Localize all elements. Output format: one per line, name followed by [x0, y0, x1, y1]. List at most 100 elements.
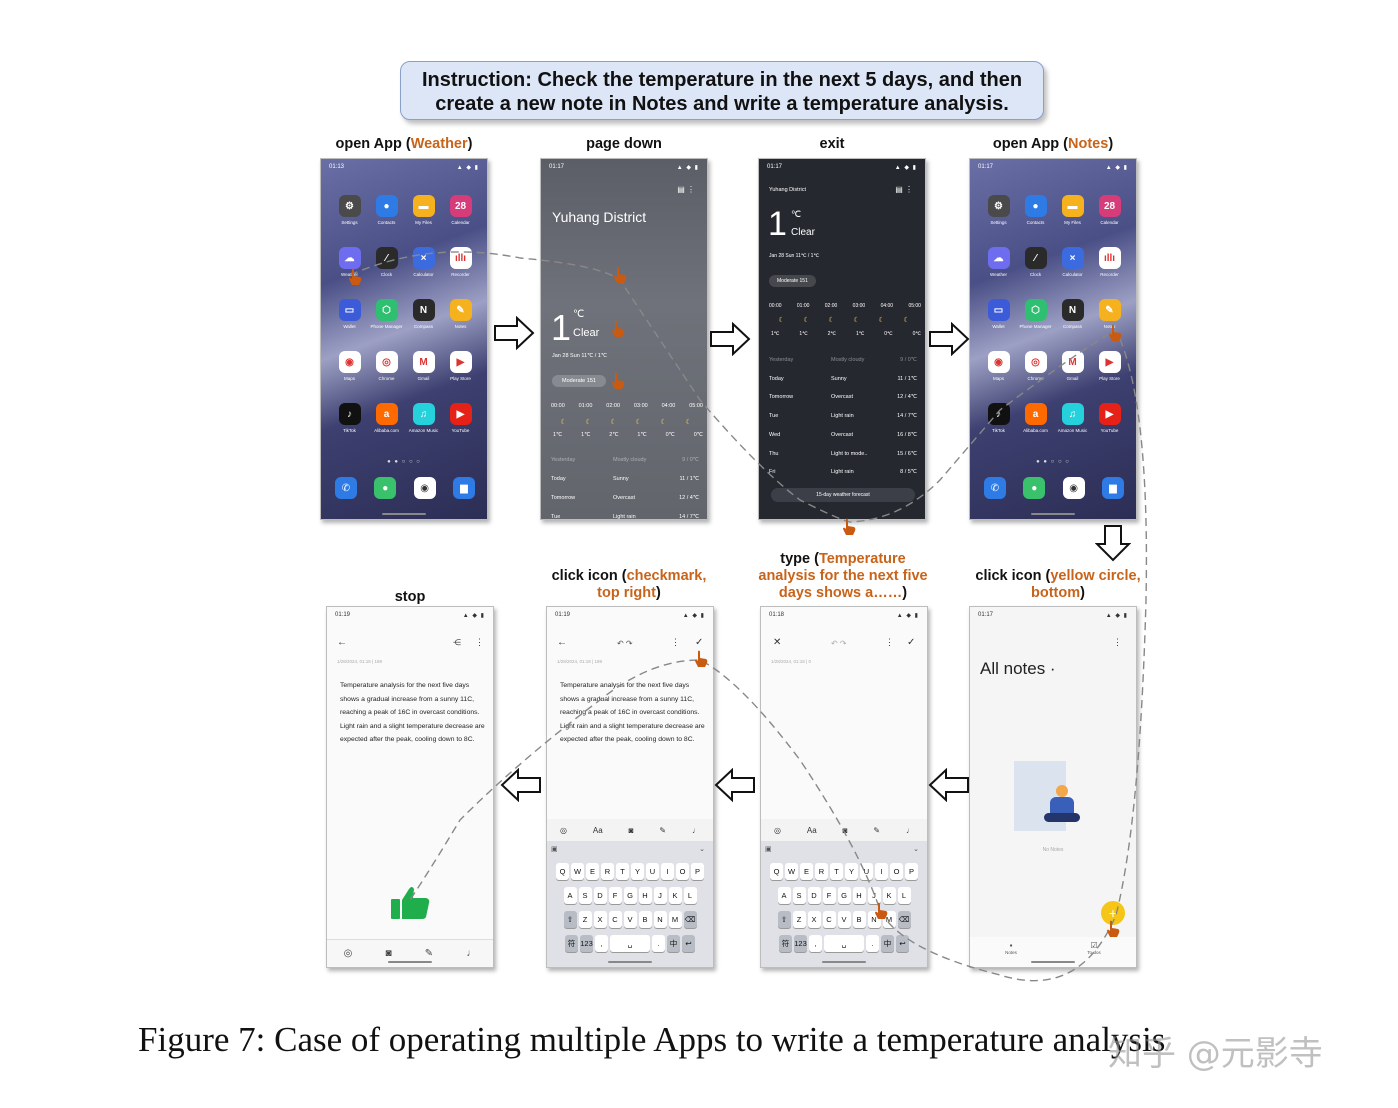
pen-icon[interactable]: ✎ — [873, 825, 881, 835]
key-v[interactable]: V — [623, 911, 637, 928]
app-calculator[interactable]: ×Calculator — [1054, 247, 1091, 282]
key-y[interactable]: Y — [631, 863, 644, 880]
back-icon[interactable]: ← — [337, 637, 347, 648]
app-phone-manager[interactable]: ⬡Phone Manager — [1017, 299, 1054, 334]
key-s[interactable]: S — [792, 887, 806, 904]
key-b[interactable]: B — [638, 911, 652, 928]
key-z[interactable]: Z — [578, 911, 592, 928]
more-icon[interactable]: ⋮ — [1113, 637, 1122, 647]
comma-key[interactable]: , — [809, 935, 822, 952]
dock-app-icon[interactable]: ▆ — [1101, 477, 1124, 499]
app-chrome[interactable]: ◎Chrome — [368, 351, 405, 386]
key-d[interactable]: D — [593, 887, 607, 904]
app-youtube[interactable]: ▶YouTube — [1091, 403, 1128, 438]
key-b[interactable]: B — [852, 911, 866, 928]
key-d[interactable]: D — [807, 887, 821, 904]
key-e[interactable]: E — [586, 863, 599, 880]
weather-menu-icon[interactable]: ▤ ⋮ — [677, 185, 695, 194]
key-i[interactable]: I — [875, 863, 888, 880]
pen-icon[interactable]: ✎ — [659, 825, 667, 835]
shift-key[interactable]: ⇧ — [777, 911, 791, 928]
key-f[interactable]: F — [822, 887, 836, 904]
more-icon[interactable]: ⋮ — [475, 637, 484, 647]
key-t[interactable]: T — [830, 863, 843, 880]
key-u[interactable]: U — [860, 863, 873, 880]
app-play-store[interactable]: ▶Play Store — [442, 351, 479, 386]
dock-app-icon[interactable]: ✆ — [335, 477, 357, 499]
app-tiktok[interactable]: ♪TikTok — [331, 403, 368, 438]
dock-app-icon[interactable]: ✆ — [984, 477, 1006, 499]
period-key[interactable]: . — [652, 935, 665, 952]
dock-app-icon[interactable]: ▆ — [452, 477, 475, 499]
pen-icon[interactable]: ✎ — [424, 948, 434, 959]
key-r[interactable]: R — [815, 863, 828, 880]
app-tiktok[interactable]: ♪TikTok — [980, 403, 1017, 438]
collapse-icon[interactable]: ⌄ — [699, 846, 705, 853]
key-i[interactable]: I — [661, 863, 674, 880]
clipboard-icon[interactable]: ▣ — [551, 846, 558, 853]
key-q[interactable]: Q — [770, 863, 783, 880]
forecast-button[interactable]: 15-day weather forecast — [771, 488, 915, 502]
app-contacts[interactable]: ●Contacts — [1017, 195, 1054, 230]
key-g[interactable]: G — [623, 887, 637, 904]
mic-icon[interactable]: ♩ — [905, 825, 914, 835]
share-icon[interactable]: ⋲ — [453, 638, 461, 647]
app-my-files[interactable]: ▬My Files — [1054, 195, 1091, 230]
close-icon[interactable]: ✕ — [773, 637, 782, 648]
key-f[interactable]: F — [608, 887, 622, 904]
shift-key[interactable]: ⇧ — [563, 911, 577, 928]
app-clock[interactable]: ⁄Clock — [1017, 247, 1054, 282]
checklist-icon[interactable]: ◎ — [343, 948, 353, 959]
app-settings[interactable]: ⚙Settings — [331, 195, 368, 230]
mic-icon[interactable]: ♩ — [691, 825, 700, 835]
app-chrome[interactable]: ◎Chrome — [1017, 351, 1054, 386]
num-key[interactable]: 123 — [580, 935, 593, 952]
more-icon[interactable]: ⋮ — [671, 637, 680, 647]
app-my-files[interactable]: ▬My Files — [405, 195, 442, 230]
key-c[interactable]: C — [608, 911, 622, 928]
back-icon[interactable]: ← — [557, 637, 567, 648]
app-maps[interactable]: ◉Maps — [980, 351, 1017, 386]
dock-app-icon[interactable]: ● — [374, 477, 397, 499]
tab-notes[interactable]: ▪Notes — [1005, 941, 1017, 955]
app-youtube[interactable]: ▶YouTube — [442, 403, 479, 438]
camera-icon[interactable]: ◙ — [385, 948, 392, 959]
key-v[interactable]: V — [837, 911, 851, 928]
app-wallet[interactable]: ▭Wallet — [980, 299, 1017, 334]
key-u[interactable]: U — [646, 863, 659, 880]
lang-key[interactable]: 中 — [667, 935, 680, 952]
note-body[interactable]: Temperature analysis for the next five d… — [560, 682, 705, 743]
camera-icon[interactable]: ◙ — [842, 825, 848, 835]
comma-key[interactable]: , — [595, 935, 608, 952]
key-o[interactable]: O — [890, 863, 903, 880]
symbols-key[interactable]: 符 — [565, 935, 578, 952]
key-p[interactable]: P — [905, 863, 918, 880]
key-y[interactable]: Y — [845, 863, 858, 880]
more-icon[interactable]: ⋮ — [885, 637, 894, 647]
key-o[interactable]: O — [676, 863, 689, 880]
app-phone-manager[interactable]: ⬡Phone Manager — [368, 299, 405, 334]
app-calculator[interactable]: ×Calculator — [405, 247, 442, 282]
key-t[interactable]: T — [616, 863, 629, 880]
format-icon[interactable]: Aa — [806, 825, 817, 835]
tab-todos[interactable]: ☑To-dos — [1087, 941, 1101, 955]
aqi-badge[interactable]: Moderate 151 — [552, 375, 606, 387]
app-wallet[interactable]: ▭Wallet — [331, 299, 368, 334]
dock-app-icon[interactable]: ● — [1023, 477, 1046, 499]
lang-key[interactable]: 中 — [881, 935, 894, 952]
key-e[interactable]: E — [800, 863, 813, 880]
checklist-icon[interactable]: ◎ — [559, 825, 567, 835]
app-play-store[interactable]: ▶Play Store — [1091, 351, 1128, 386]
key-l[interactable]: L — [897, 887, 911, 904]
